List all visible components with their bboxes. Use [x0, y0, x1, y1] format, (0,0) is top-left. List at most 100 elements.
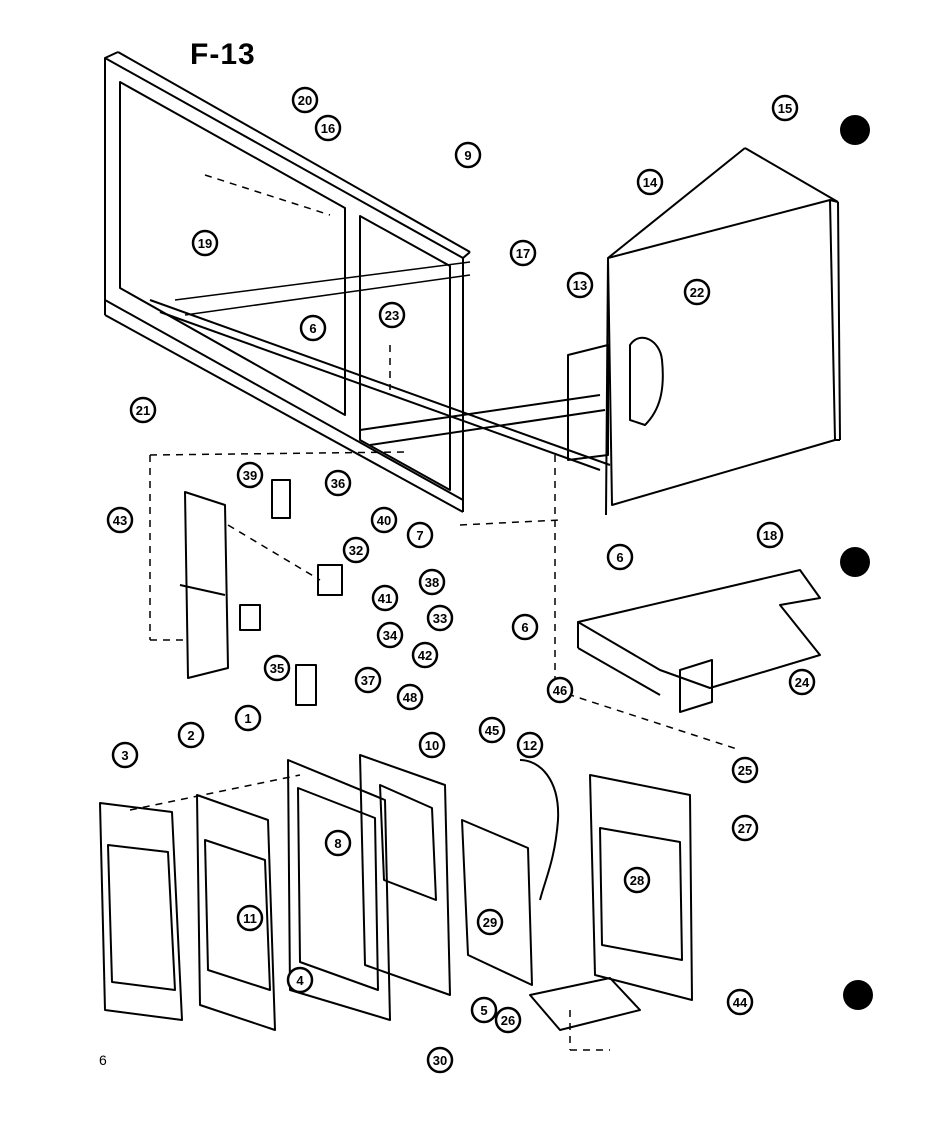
callout-label: 41: [378, 591, 392, 606]
door-panel-part: [196, 794, 276, 1031]
callout-38: 38: [418, 568, 446, 596]
callout-35: 35: [263, 654, 291, 682]
callout-label: 44: [733, 995, 748, 1010]
callout-22: 22: [683, 278, 711, 306]
callout-label: 6: [309, 321, 316, 336]
callout-43: 43: [106, 506, 134, 534]
plate-13-part: [567, 344, 609, 461]
callout-label: 9: [464, 148, 471, 163]
side-panel-part: [605, 147, 841, 516]
mounting-bracket-part: [179, 479, 343, 706]
callout-40: 40: [370, 506, 398, 534]
callout-46: 46: [546, 676, 574, 704]
callout-label: 22: [690, 285, 704, 300]
callout-7: 7: [406, 521, 434, 549]
callout-label: 19: [198, 236, 212, 251]
callout-label: 38: [425, 575, 439, 590]
callout-label: 40: [377, 513, 391, 528]
callout-label: 23: [385, 308, 399, 323]
callout-48: 48: [396, 683, 424, 711]
front-frame-part: [104, 51, 611, 513]
callout-6: 6: [606, 543, 634, 571]
callout-36: 36: [324, 469, 352, 497]
callout-27: 27: [731, 814, 759, 842]
callout-label: 14: [643, 175, 658, 190]
callout-label: 36: [331, 476, 345, 491]
callout-label: 39: [243, 468, 257, 483]
callout-label: 34: [383, 628, 398, 643]
callout-label: 25: [738, 763, 752, 778]
callout-label: 2: [187, 728, 194, 743]
callout-label: 4: [296, 973, 304, 988]
callout-12: 12: [516, 731, 544, 759]
callout-5: 5: [470, 996, 498, 1024]
callout-label: 3: [121, 748, 128, 763]
callout-15: 15: [771, 94, 799, 122]
callout-25: 25: [731, 756, 759, 784]
callout-23: 23: [378, 301, 406, 329]
callout-label: 37: [361, 673, 375, 688]
figure-title: F-13: [190, 38, 256, 71]
callout-14: 14: [636, 168, 664, 196]
callout-label: 35: [270, 661, 284, 676]
callout-label: 33: [433, 611, 447, 626]
callout-label: 43: [113, 513, 127, 528]
callout-label: 13: [573, 278, 587, 293]
drawer-part: [529, 977, 641, 1031]
door-front-part: [99, 802, 183, 1021]
callout-label: 27: [738, 821, 752, 836]
callout-label: 42: [418, 648, 432, 663]
callout-label: 1: [244, 711, 251, 726]
callout-label: 11: [243, 911, 257, 926]
callout-6: 6: [299, 314, 327, 342]
callout-label: 26: [501, 1013, 515, 1028]
page-number: 6: [99, 1052, 107, 1068]
callout-37: 37: [354, 666, 382, 694]
callout-39: 39: [236, 461, 264, 489]
callout-18: 18: [756, 521, 784, 549]
callout-label: 6: [521, 620, 528, 635]
callout-2: 2: [177, 721, 205, 749]
callout-26: 26: [494, 1006, 522, 1034]
callout-label: 6: [616, 550, 623, 565]
registration-dots: [840, 115, 873, 1010]
callout-21: 21: [129, 396, 157, 424]
callout-30: 30: [426, 1046, 454, 1074]
bottom-tray-part: [577, 569, 821, 713]
callout-17: 17: [509, 239, 537, 267]
callout-label: 12: [523, 738, 537, 753]
callout-label: 28: [630, 873, 644, 888]
callout-44: 44: [726, 988, 754, 1016]
callout-label: 21: [136, 403, 150, 418]
back-panel-part: [589, 774, 693, 1001]
callout-label: 16: [321, 121, 335, 136]
callout-label: 46: [553, 683, 567, 698]
callout-20: 20: [291, 86, 319, 114]
callout-label: 32: [349, 543, 363, 558]
callout-32: 32: [342, 536, 370, 564]
callout-label: 45: [485, 723, 499, 738]
callout-label: 5: [480, 1003, 487, 1018]
callout-24: 24: [788, 668, 816, 696]
callout-label: 17: [516, 246, 530, 261]
callout-42: 42: [411, 641, 439, 669]
door-frame-part: [287, 759, 391, 1021]
callout-41: 41: [371, 584, 399, 612]
callout-1: 1: [234, 704, 262, 732]
callout-label: 24: [795, 675, 810, 690]
callout-45: 45: [478, 716, 506, 744]
callout-9: 9: [454, 141, 482, 169]
callout-label: 18: [763, 528, 777, 543]
callout-3: 3: [111, 741, 139, 769]
callout-6: 6: [511, 613, 539, 641]
callout-10: 10: [418, 731, 446, 759]
callout-13: 13: [566, 271, 594, 299]
callout-label: 15: [778, 101, 792, 116]
callout-label: 48: [403, 690, 417, 705]
callout-4: 4: [286, 966, 314, 994]
callout-11: 11: [236, 904, 264, 932]
callout-29: 29: [476, 908, 504, 936]
callout-19: 19: [191, 229, 219, 257]
